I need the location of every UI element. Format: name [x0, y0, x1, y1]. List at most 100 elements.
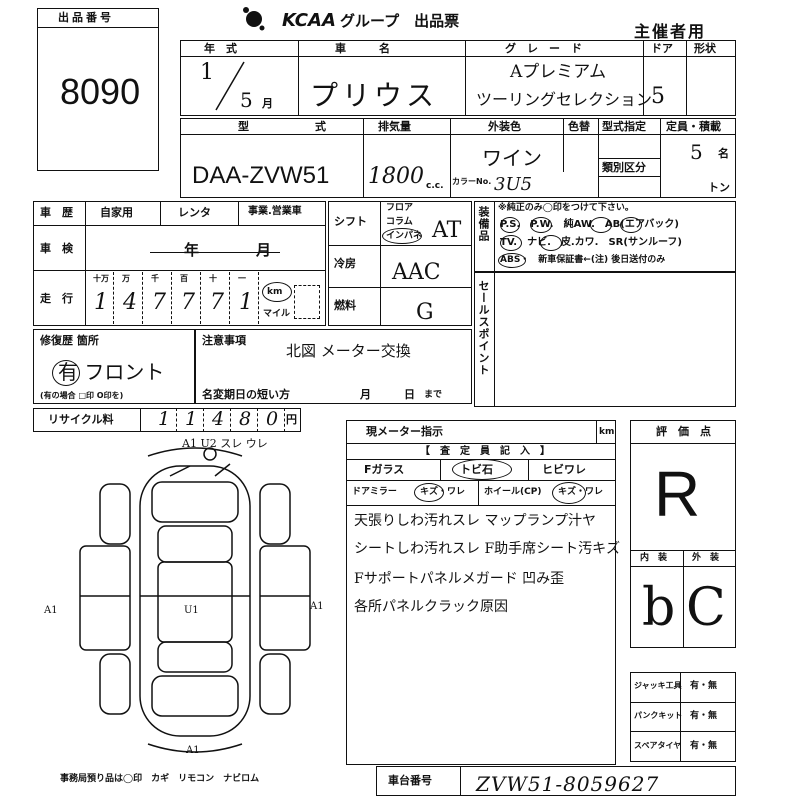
inspector-note-4: 各所パネルクラック原因 [354, 599, 508, 615]
color-no-value: 3U5 [494, 174, 533, 195]
mileage-digit-label: 一 [238, 274, 246, 283]
recycle-cell: 1 [150, 408, 177, 432]
km-label: km [267, 287, 283, 297]
equipment-box [474, 201, 736, 272]
doors-label: ドア [651, 42, 673, 55]
equipment-label: 装備品 [477, 206, 490, 242]
office-note: 事務局預り品は◯印 カギ リモコン ナビロム [60, 774, 260, 784]
recycle-digit: 4 [212, 408, 225, 430]
recycle-digit: 0 [266, 408, 279, 430]
shape-label: 形状 [694, 42, 716, 55]
wheel-label: ホイール(CP) [484, 487, 542, 497]
equipment-note: ※純正のみ◯印をつけて下さい。 [498, 203, 634, 213]
mileage-digit: 7 [152, 290, 166, 315]
mile-label: マイル [263, 309, 291, 319]
equipment-line1: P.S. P.W. 純AW. AB(エアバック) [500, 219, 680, 230]
notes-value: 北図 メーター交換 [286, 342, 411, 360]
tool-label-spare: スペアタイヤ [634, 741, 682, 750]
interior-score: b [642, 578, 676, 638]
recycle-label: リサイクル料 [48, 413, 114, 426]
mileage-cell: 十万 1 [85, 272, 114, 324]
mirror-label: ドアミラー [352, 487, 397, 497]
recycle-cell: 4 [204, 408, 231, 432]
mileage-digit: 4 [123, 290, 137, 315]
business-use-label: 事業.営業車 [248, 206, 302, 217]
year-label: 年 式 [204, 42, 237, 55]
grade-label: グ レ ー ド [505, 42, 582, 55]
grade-line2: ツーリングセレクション [476, 90, 653, 109]
repair-note: (有の場合 □印 O印を) [40, 391, 124, 400]
name-change-label: 名変期日の短い方 [202, 388, 290, 401]
color-label: 外装色 [488, 120, 521, 133]
displacement-label: 排気量 [378, 120, 411, 133]
repair-box [33, 329, 195, 404]
recycle-cell: 8 [231, 408, 258, 432]
ac-label: 冷房 [334, 257, 356, 270]
capacity-value: 5 [690, 140, 703, 164]
equipment-line2: TV. ナビ. 皮.カワ. SR(サンルーフ) [500, 237, 682, 248]
lot-number: 8090 [60, 71, 141, 112]
recycle-cell: 0 [258, 408, 285, 432]
kcaa-emblem-icon [243, 7, 265, 31]
lot-number-label: 出品番号 [58, 11, 114, 24]
row1-box [180, 40, 736, 116]
notes-box [195, 329, 472, 404]
mileage-digit-label: 十万 [93, 274, 109, 283]
diagram-mark-roof: U1 [184, 605, 199, 616]
tools-box [630, 672, 736, 762]
repair-value: 有 フロント [58, 360, 165, 384]
notes-label: 注意事項 [202, 334, 246, 347]
diagram-mark-rear: A1 [186, 745, 200, 756]
exterior-score: C [686, 578, 726, 638]
model-label: 型 式 [238, 120, 326, 133]
lot-number-box [37, 8, 159, 171]
header-host: 主催者用 [634, 22, 707, 41]
chassis-label: 車台番号 [388, 774, 432, 787]
equipment-line3: ABS・ 新車保証書←(注) 後日送付のみ [500, 255, 666, 265]
doors-value: 5 [651, 84, 665, 109]
color-value: ワイン [482, 146, 542, 170]
history-label: 車 歴 [40, 206, 73, 219]
mileage-digit: 7 [181, 290, 195, 315]
mileage-digit: 1 [94, 290, 108, 315]
score-value: R [654, 458, 701, 530]
shift-value: AT [432, 218, 462, 243]
repair-label: 修復歴 箇所 [40, 334, 99, 347]
glass-label: Fガラス [364, 463, 405, 476]
shift-selected-circle [382, 228, 422, 244]
mileage-label: 走 行 [40, 292, 73, 305]
inspector-heading: 【 査 定 員 記 入 】 [420, 446, 550, 457]
grade-line1: Aプレミアム [510, 62, 607, 82]
inspector-note-3: Fサポートパネルメガード 凹み歪 [354, 571, 565, 587]
private-use-label: 自家用 [100, 206, 133, 219]
recycle-cell: 1 [177, 408, 204, 432]
mileage-digit-label: 百 [180, 274, 188, 283]
sales-point-label: セールスポイント [477, 280, 490, 376]
row2-box [180, 118, 736, 198]
fuel-label: 燃料 [334, 299, 356, 312]
car-name-label: 車 名 [335, 42, 390, 55]
inspector-note-2: シートしわ汚れスレ F助手席シート汚キズ [354, 541, 621, 557]
score-label: 評 価 点 [656, 425, 711, 438]
shift-label: シフト [334, 215, 367, 228]
recycle-digit: 8 [239, 408, 252, 430]
fuel-value: G [416, 300, 434, 325]
header-title: グループ 出品票 [340, 12, 460, 30]
capacity-label: 定員・積載 [666, 120, 721, 133]
recycle-digit: 1 [158, 408, 171, 430]
chassis-value: ZVW51-8059627 [476, 772, 660, 796]
recycle-digit: 1 [185, 408, 198, 430]
chassis-box [376, 766, 736, 796]
diagram-mark-front: A1 U2 スレ ウレ [182, 437, 268, 450]
car-damage-diagram-icon [79, 447, 311, 753]
mileage-digit-label: 十 [209, 274, 217, 283]
header-logo: KCAA [282, 10, 336, 31]
tool-label-jack: ジャッキ工具 [634, 681, 682, 690]
mileage-digit-label: 万 [122, 274, 130, 283]
rental-label: レンタ [178, 206, 211, 219]
